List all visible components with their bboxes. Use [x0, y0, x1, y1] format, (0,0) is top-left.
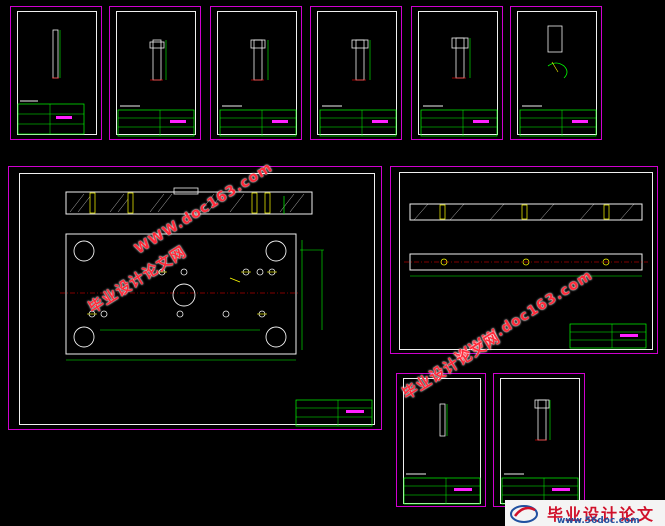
sheet-frame	[217, 11, 297, 135]
sheet-frame	[517, 11, 597, 135]
part-sheet-7	[396, 373, 486, 507]
plate-side-sheet	[390, 166, 658, 354]
sheet-frame	[403, 378, 481, 504]
part-sheet-2	[109, 6, 201, 140]
part-sheet-7-content	[403, 403, 481, 505]
side-drawing	[404, 203, 648, 349]
part-sheet-3-content	[219, 39, 297, 137]
brand-url: www.56doc.com	[557, 516, 640, 526]
plate-assembly-sheet	[8, 166, 382, 430]
brand-logo-icon	[510, 505, 538, 523]
part-sheet-5	[411, 6, 503, 140]
part-sheet-6-content	[519, 25, 597, 137]
assembly-drawing	[60, 187, 373, 427]
sheet-frame	[116, 11, 196, 135]
part-sheet-8-content	[501, 399, 579, 505]
sheet-frame	[317, 11, 397, 135]
part-sheet-1-content	[17, 29, 85, 135]
sheet-frame	[19, 173, 375, 425]
part-sheet-2-content	[117, 39, 195, 137]
sheet-frame	[399, 172, 653, 350]
part-sheet-4	[310, 6, 402, 140]
part-sheet-5-content	[420, 37, 498, 137]
brand-badge: 毕业设计论文 www.56doc.com	[505, 500, 665, 526]
brand-title: 毕业设计论文	[547, 505, 656, 524]
part-sheet-3	[210, 6, 302, 140]
part-sheet-4-content	[319, 39, 397, 137]
sheet-frame	[17, 11, 97, 135]
part-sheet-1	[10, 6, 102, 140]
part-sheet-6	[510, 6, 602, 140]
sheet-frame	[418, 11, 498, 135]
